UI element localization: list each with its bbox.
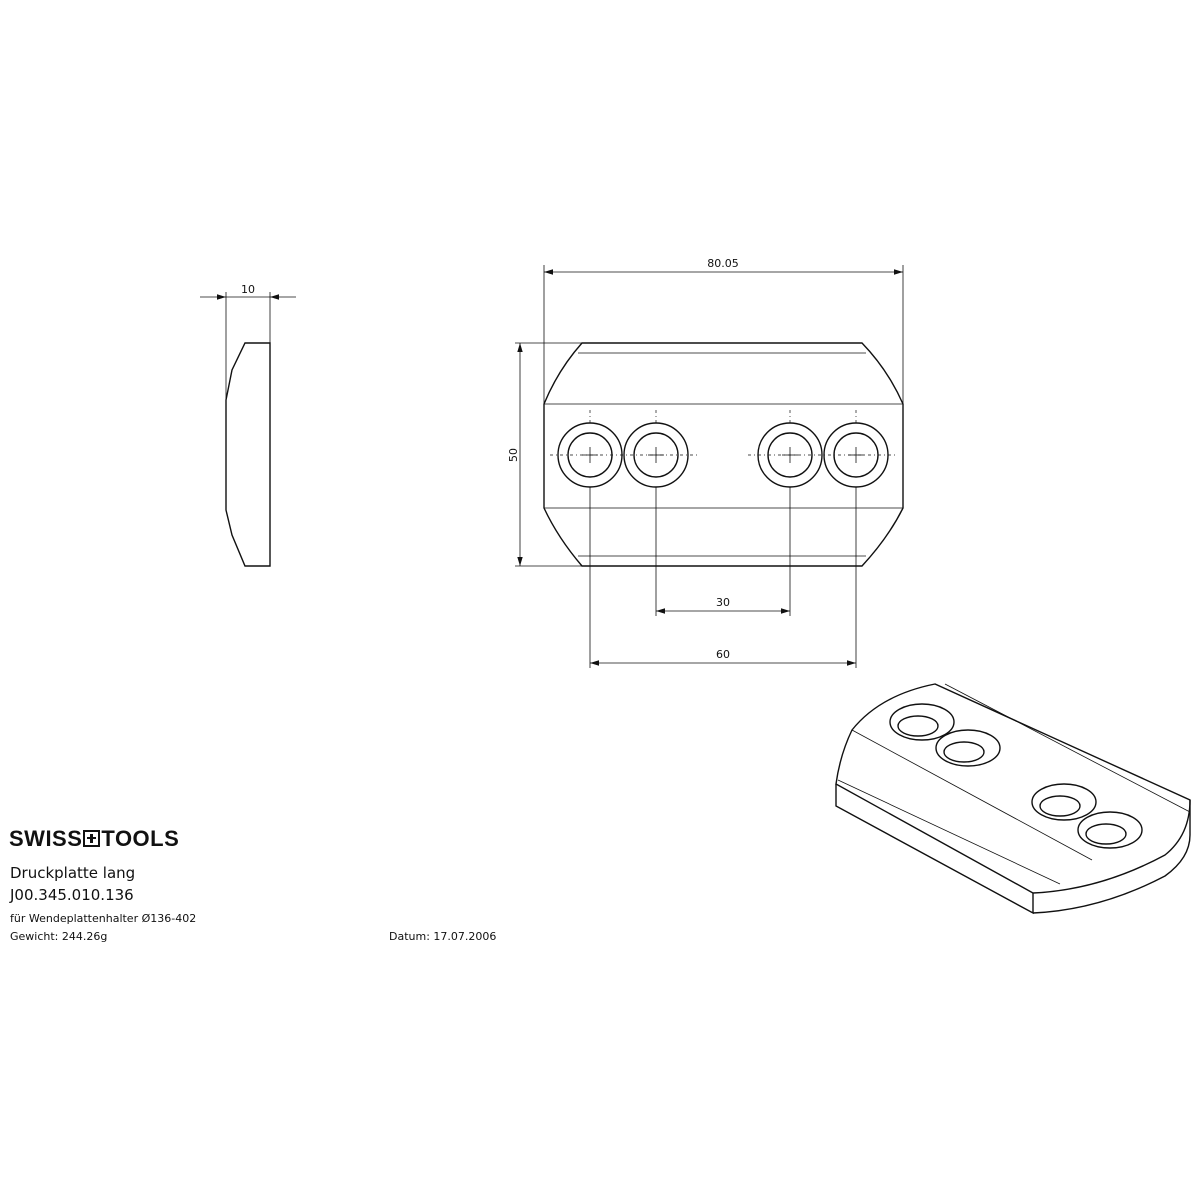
swiss-cross-icon <box>83 830 101 847</box>
front-view: 80.05 50 30 60 <box>507 257 904 668</box>
iso-hole-2 <box>935 729 1001 767</box>
logo-text-right: TOOLS <box>101 826 180 851</box>
thickness-dimension-label: 10 <box>241 283 255 296</box>
side-view: 10 <box>200 283 296 567</box>
drawing-date: Datum: 17.07.2006 <box>389 930 497 943</box>
inner-spacing-dimension-label: 30 <box>716 596 730 609</box>
part-name: Druckplatte lang <box>10 864 136 882</box>
center-lines <box>550 410 898 456</box>
logo-text-left: SWISS <box>9 826 83 851</box>
swiss-tools-logo: SWISS TOOLS <box>9 826 179 852</box>
iso-hole-1 <box>889 703 955 741</box>
iso-hole-3 <box>1031 783 1097 821</box>
outer-spacing-dimension-label: 60 <box>716 648 730 661</box>
height-dimension-label: 50 <box>507 448 520 462</box>
iso-hole-4 <box>1077 811 1143 849</box>
isometric-view <box>835 683 1191 915</box>
part-weight: Gewicht: 244.26g <box>10 930 108 943</box>
width-dimension-label: 80.05 <box>707 257 739 270</box>
part-number: J00.345.010.136 <box>10 886 134 904</box>
part-application: für Wendeplattenhalter Ø136-402 <box>10 912 197 925</box>
